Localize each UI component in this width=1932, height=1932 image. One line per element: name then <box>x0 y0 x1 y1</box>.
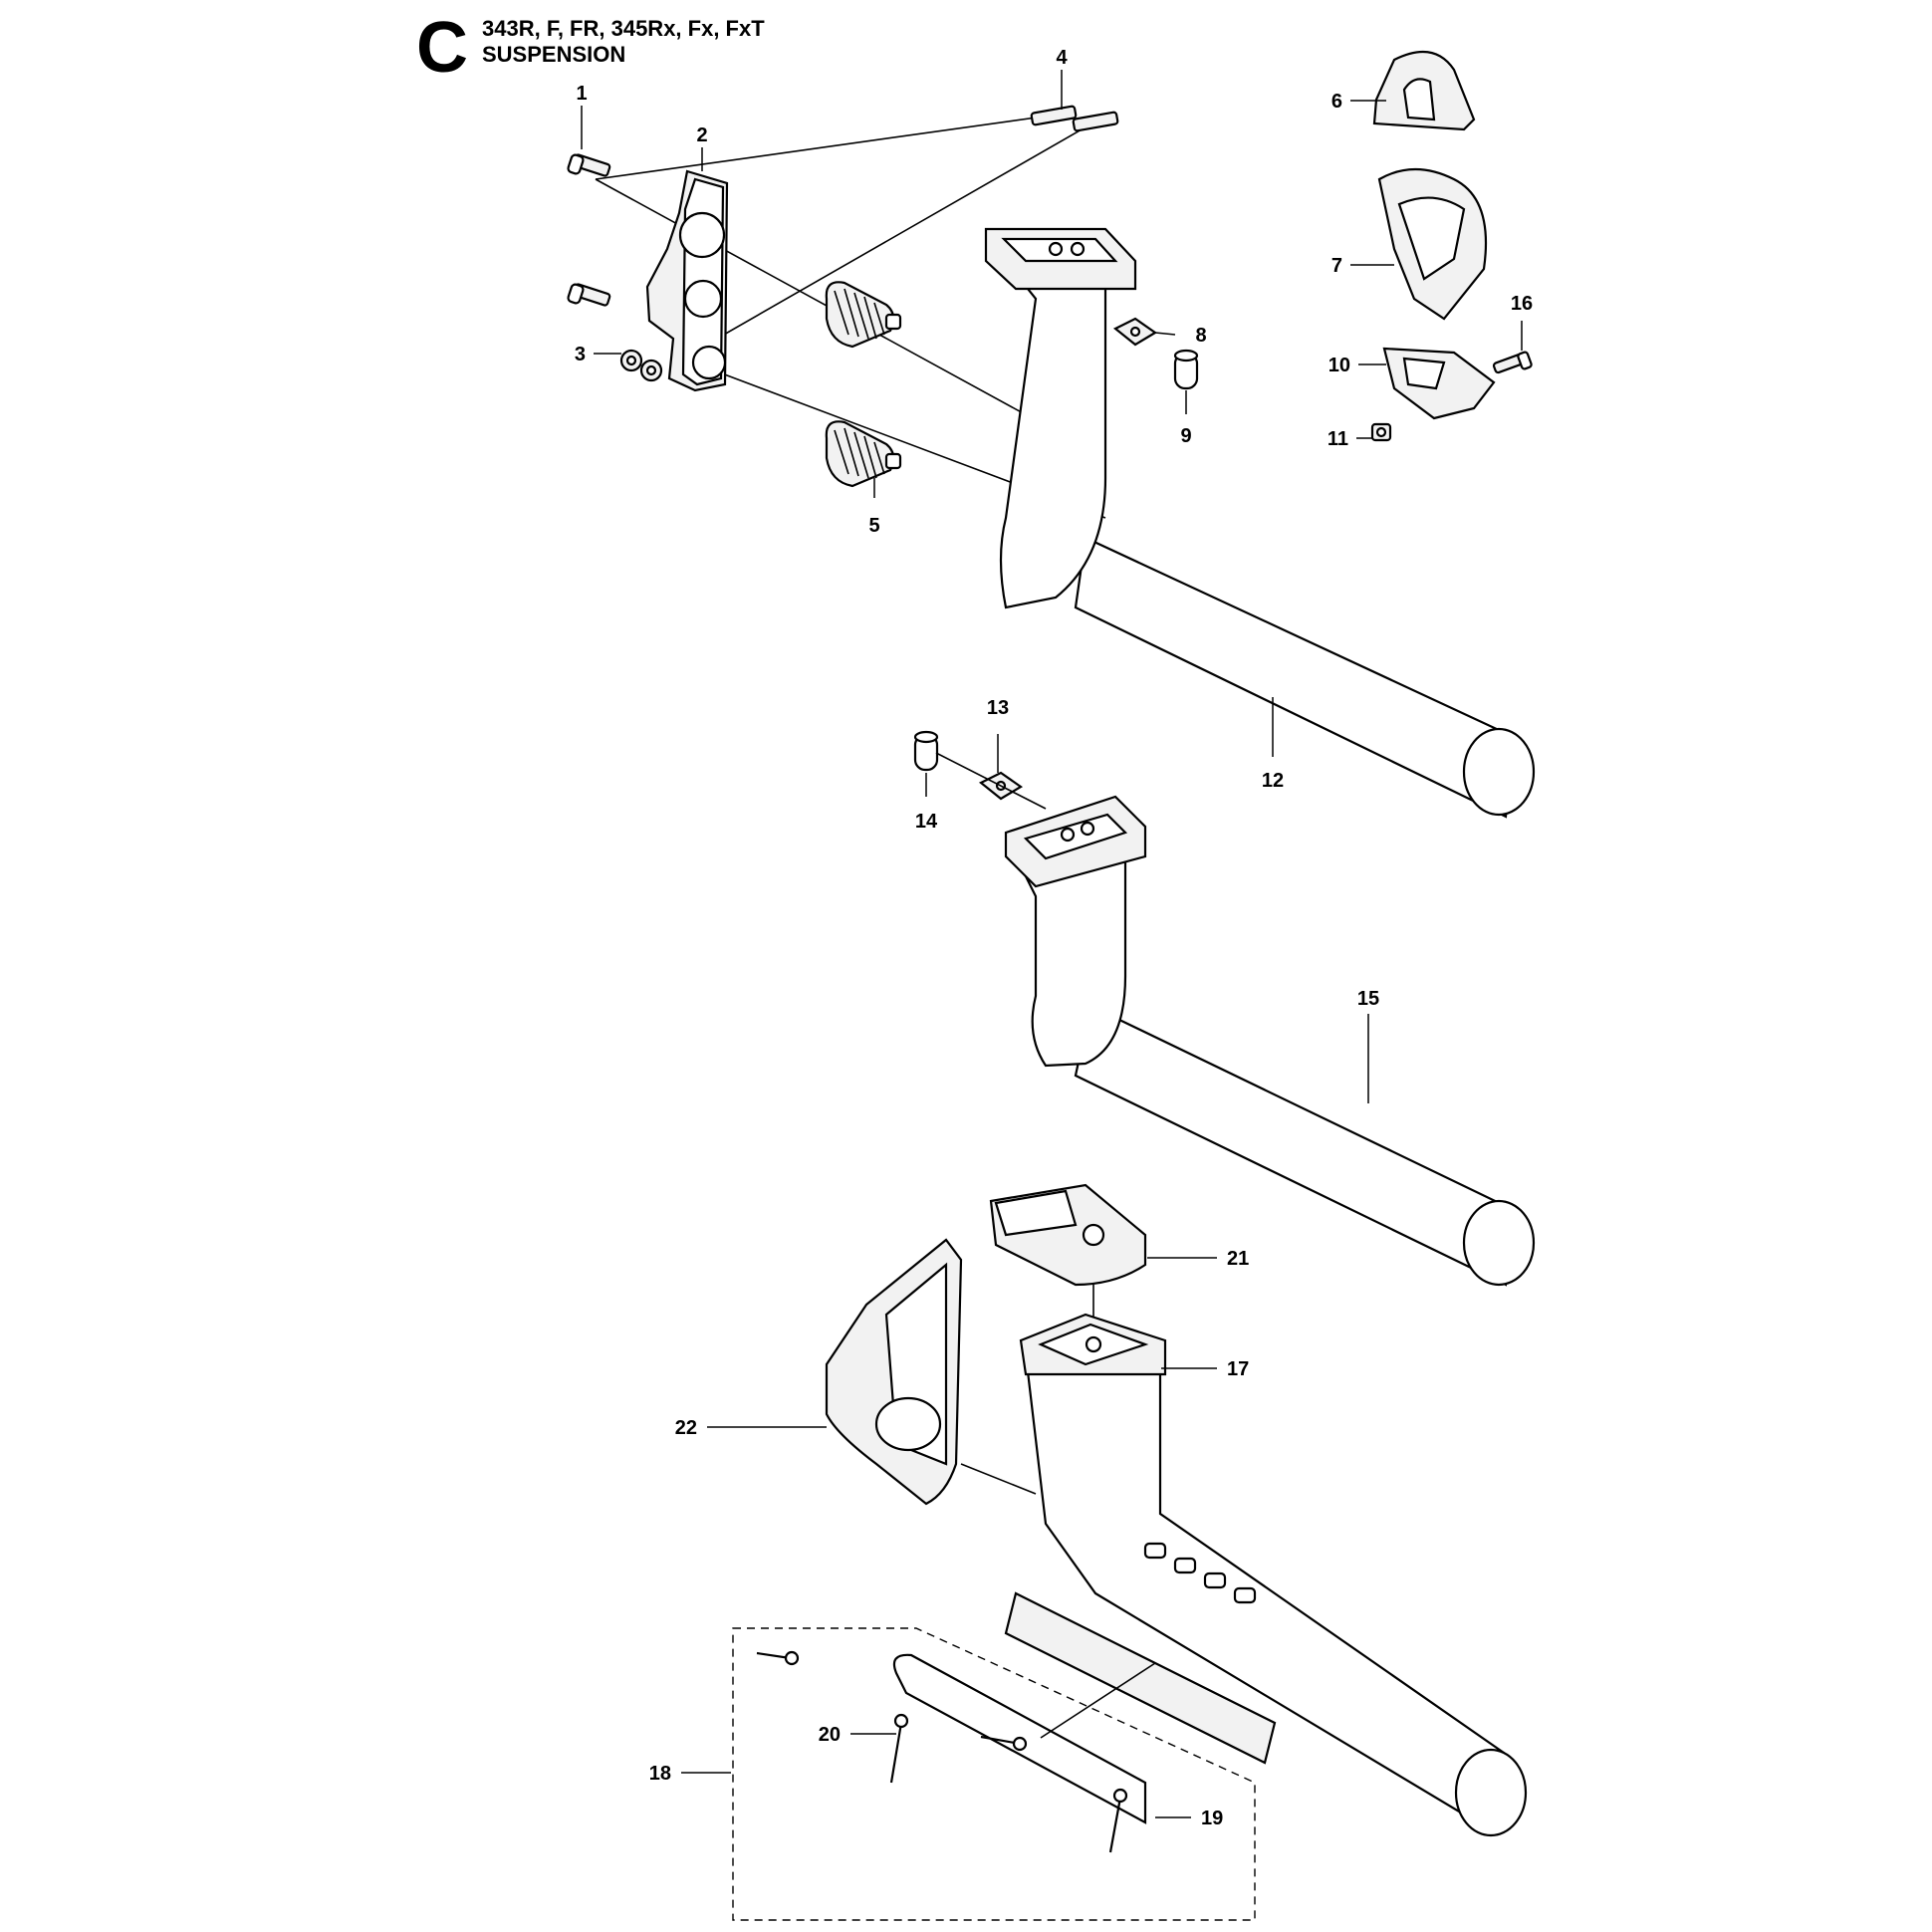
callout-22: 22 <box>675 1417 697 1439</box>
callout-2: 2 <box>696 124 707 146</box>
bolt-part-1 <box>567 153 611 307</box>
sleeve-part-9 <box>1173 349 1199 390</box>
handle-part-12 <box>984 227 1536 819</box>
assembly-line <box>595 114 1059 180</box>
rivet-part-20 <box>756 1650 1128 1853</box>
model-list: 343R, F, FR, 345Rx, Fx, FxT <box>482 16 765 41</box>
callout-4: 4 <box>1056 47 1068 69</box>
washer-part-8 <box>1112 317 1158 347</box>
assembly-line <box>960 1463 1037 1495</box>
callout-12: 12 <box>1262 770 1284 792</box>
callout-labels: 1 2 3 4 5 6 7 8 9 10 11 12 13 14 15 16 1… <box>575 47 1533 1829</box>
callout-3: 3 <box>575 344 586 365</box>
callout-6: 6 <box>1331 91 1342 113</box>
assembly-line <box>935 752 1047 810</box>
assembly-line <box>1040 1662 1156 1739</box>
assembly-line <box>681 121 1096 360</box>
callout-7: 7 <box>1331 255 1342 277</box>
callout-16: 16 <box>1511 293 1533 315</box>
strip-part-19 <box>1004 1542 1277 1765</box>
clip-part-10 <box>1382 347 1496 420</box>
screw-part-16 <box>1492 351 1533 374</box>
clip-part-7 <box>1377 167 1488 321</box>
callout-13: 13 <box>987 697 1009 719</box>
callout-8: 8 <box>1195 325 1206 347</box>
callout-14: 14 <box>915 811 938 833</box>
bracket-part-2 <box>645 169 729 392</box>
bracket-part-22 <box>825 1238 963 1506</box>
nut-part-11 <box>1370 422 1392 442</box>
screw-part-4 <box>1030 105 1119 132</box>
damper-spring-part-5 <box>825 281 902 488</box>
leader-lines <box>581 70 1523 1818</box>
callout-10: 10 <box>1328 355 1350 376</box>
callout-1: 1 <box>576 83 587 105</box>
callout-17: 17 <box>1227 1358 1249 1380</box>
kit-outline-part-18 <box>732 1627 1256 1921</box>
handle-part-15 <box>1004 795 1536 1287</box>
callout-9: 9 <box>1180 425 1191 447</box>
callout-20: 20 <box>819 1724 841 1746</box>
callout-5: 5 <box>868 515 879 537</box>
grip-cap-part-21 <box>989 1183 1147 1287</box>
callout-15: 15 <box>1357 988 1379 1010</box>
handle-part-17 <box>1019 1313 1528 1837</box>
clip-part-6 <box>1372 50 1476 131</box>
sleeve-part-14 <box>913 730 939 772</box>
callout-21: 21 <box>1227 1248 1249 1270</box>
callout-19: 19 <box>1201 1808 1223 1829</box>
callout-11: 11 <box>1328 428 1348 450</box>
section-letter: C <box>416 8 468 88</box>
nut-part-3 <box>619 349 663 382</box>
callout-18: 18 <box>649 1763 671 1785</box>
section-title: SUSPENSION <box>482 42 626 67</box>
